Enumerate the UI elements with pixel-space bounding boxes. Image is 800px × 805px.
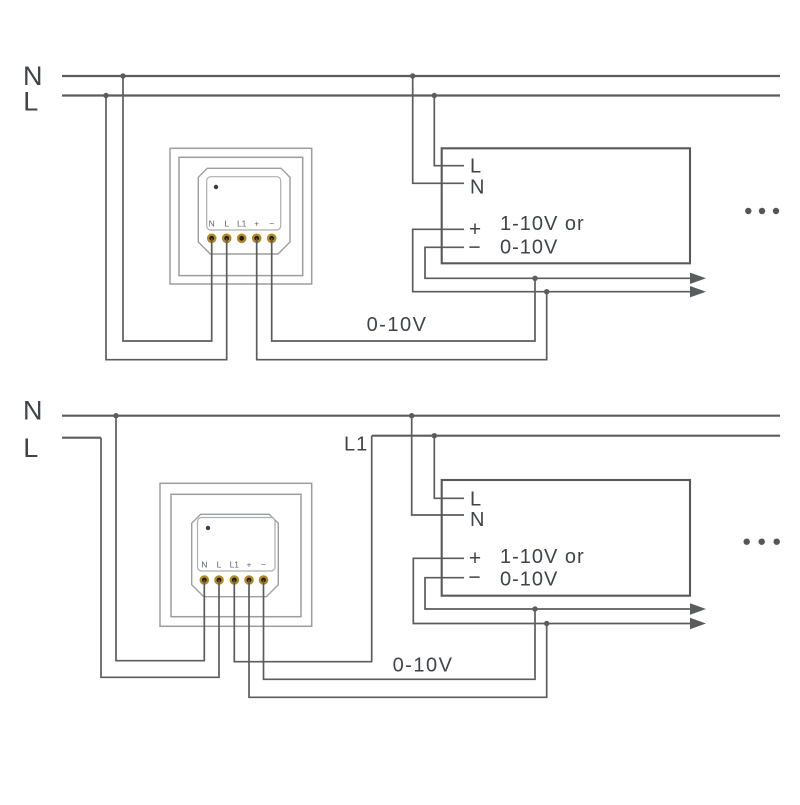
bottom-wire-driver-plus (412, 557, 691, 625)
top-module-terminal-label-l1: L1 (237, 219, 247, 229)
top-wire-driver-plus (411, 228, 691, 293)
top-live-line-label: L (23, 87, 39, 117)
bottom-junction-plus (544, 620, 550, 627)
top-module-faceplate (206, 176, 282, 231)
top-module-terminal-label-plus: + (254, 219, 259, 229)
top-module-terminal-label-l: L (224, 219, 229, 229)
bottom-module-led-dot-icon (205, 525, 211, 531)
bottom-driver-terminal-n: N (470, 509, 485, 531)
bottom-module-terminal-label-minus: − (261, 560, 266, 570)
top-junction-live-module (103, 92, 109, 99)
bottom-junction-minus (532, 606, 538, 612)
bottom-driver-terminal-l: L (470, 488, 482, 510)
bottom-junction-neutral-module (113, 413, 119, 419)
top-module-led-dot-icon (213, 184, 219, 190)
top-junction-neutral-module (120, 73, 126, 79)
top-led-driver: L N + − 1-10V or 0-10V (440, 147, 692, 265)
top-wire-live-to-driver (433, 95, 464, 167)
top-signal-wire-label: 0-10V (367, 314, 428, 336)
bottom-wire-neutral-to-driver (410, 415, 464, 516)
bottom-wire-module-l1-to-bus (233, 435, 373, 663)
top-continuation-dots-icon (745, 207, 780, 215)
bottom-output-arrow-plus-icon (690, 617, 706, 630)
top-driver-type-line1: 1-10V or (500, 213, 585, 235)
bottom-live-line-label: L (23, 433, 39, 463)
top-module-outer-box (169, 147, 313, 285)
bottom-module-faceplate (196, 516, 276, 572)
bottom-led-driver: L N + − 1-10V or 0-10V (440, 478, 692, 597)
top-wire-module-plus (255, 238, 548, 361)
top-output-arrow-plus-icon (690, 286, 706, 298)
bottom-junction-neutral-driver (409, 413, 415, 419)
bottom-neutral-line-label: N (23, 396, 43, 426)
bottom-wire-driver-minus (424, 576, 691, 610)
bottom-driver-terminal-minus: − (468, 566, 480, 589)
top-neutral-line-label: N (23, 61, 43, 91)
top-junction-neutral-driver (410, 73, 416, 79)
bottom-output-arrow-minus-icon (690, 603, 706, 615)
bottom-module-outer-box (159, 482, 313, 628)
bottom-wire-neutral-to-module (115, 415, 206, 662)
bottom-dimmer-module: N L L1 + − (159, 482, 313, 628)
top-module-terminal-label-minus: − (269, 219, 274, 229)
bottom-continuation-dots-icon (743, 538, 780, 545)
top-junction-plus (544, 289, 550, 295)
bottom-driver-type-line1: 1-10V or (500, 546, 585, 568)
bottom-module-terminal-label-l: L (217, 560, 222, 570)
bottom-junction-l1-driver (431, 433, 437, 439)
top-driver-terminal-n: N (470, 177, 485, 199)
top-driver-type-line2: 0-10V (500, 236, 558, 258)
top-wire-neutral-to-driver (411, 76, 464, 185)
top-wire-live-to-module (105, 95, 228, 361)
bottom-wire-live-to-module (100, 437, 220, 679)
bottom-module-terminal-label-l1: L1 (230, 560, 240, 570)
top-driver-terminal-l: L (470, 156, 482, 178)
bottom-module-inner-box (170, 493, 302, 618)
top-junction-minus (532, 275, 538, 281)
bottom-signal-wire-label: 0-10V (393, 655, 454, 677)
bottom-module-terminal-label-plus: + (247, 560, 252, 570)
top-output-arrow-minus-icon (690, 272, 706, 284)
top-junction-live-driver (431, 92, 437, 99)
bottom-wire-module-minus (262, 580, 536, 681)
top-wire-module-minus (270, 238, 536, 342)
diagram-top: N L N L L1 + − (23, 61, 780, 361)
bottom-wire-l1-to-driver (433, 435, 464, 500)
top-module-terminal-label-n: N (209, 219, 215, 229)
top-driver-terminal-minus: − (468, 236, 480, 259)
top-wire-driver-minus (424, 246, 691, 280)
bottom-driver-terminal-plus: + (469, 547, 481, 570)
bottom-driver-type-line2: 0-10V (500, 569, 558, 591)
diagram-bottom: N L L1 N L L1 + − (23, 396, 780, 699)
top-module-terminal-l1 (236, 233, 247, 244)
top-driver-box (440, 147, 692, 265)
top-dimmer-module: N L L1 + − (169, 147, 313, 285)
top-driver-terminal-plus: + (469, 218, 481, 241)
bottom-wire-module-plus (248, 580, 548, 699)
bottom-l1-line-label: L1 (344, 434, 368, 456)
top-wire-neutral-to-module (122, 76, 213, 342)
bottom-driver-box (440, 478, 692, 597)
bottom-module-terminal-label-n: N (201, 560, 207, 570)
top-module-inner-box (178, 156, 304, 277)
